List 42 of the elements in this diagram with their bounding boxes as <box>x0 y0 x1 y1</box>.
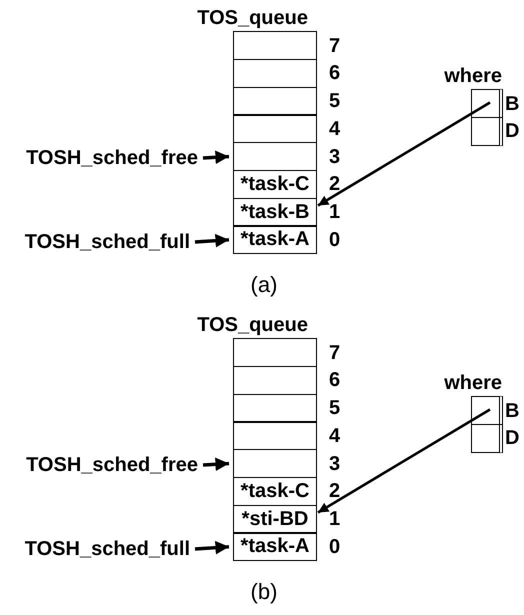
arrow <box>317 408 491 514</box>
cell-value: *sti-BD <box>242 508 308 531</box>
cell-value: *task-A <box>240 535 310 558</box>
index-number: B <box>505 400 520 421</box>
panel-caption: (a) <box>250 274 278 296</box>
cell-value: *task-A <box>240 228 310 252</box>
index-number: 3 <box>329 454 340 474</box>
panel-caption: (b) <box>250 581 278 603</box>
cell-value: *task-C <box>240 480 310 503</box>
arrow <box>202 150 230 164</box>
cell-value: *task-B <box>240 200 310 224</box>
index-number: 4 <box>329 118 340 139</box>
index-number: 2 <box>329 174 340 194</box>
pointer-name: TOSH_sched_full <box>24 231 190 253</box>
cell-value: *task-C <box>240 172 310 196</box>
index-number: B <box>505 94 520 114</box>
array-name: where <box>444 65 502 87</box>
pointer-name: TOSH_sched_free <box>26 454 198 476</box>
index-number: 6 <box>329 63 340 84</box>
index-number: 2 <box>329 481 340 502</box>
index-number: 4 <box>329 426 340 446</box>
index-number: D <box>505 428 520 448</box>
arrow <box>194 234 230 248</box>
index-number: 1 <box>329 202 340 222</box>
array-name: where <box>444 372 502 394</box>
index-number: 7 <box>329 342 340 363</box>
pointer-name: TOSH_sched_full <box>24 538 190 560</box>
arrow <box>202 458 230 472</box>
index-number: 3 <box>329 146 340 167</box>
index-number: 0 <box>329 230 340 250</box>
index-number: 6 <box>329 370 340 390</box>
index-number: 0 <box>329 536 340 557</box>
index-number: D <box>505 121 520 142</box>
arrow <box>317 101 491 207</box>
index-number: 5 <box>329 91 340 112</box>
arrow <box>194 540 230 554</box>
index-number: 7 <box>329 36 340 56</box>
array-name: TOS_queue <box>197 7 308 29</box>
array-name: TOS_queue <box>197 314 308 336</box>
index-number: 5 <box>329 398 340 418</box>
index-number: 1 <box>329 509 340 530</box>
pointer-name: TOSH_sched_free <box>26 147 198 169</box>
